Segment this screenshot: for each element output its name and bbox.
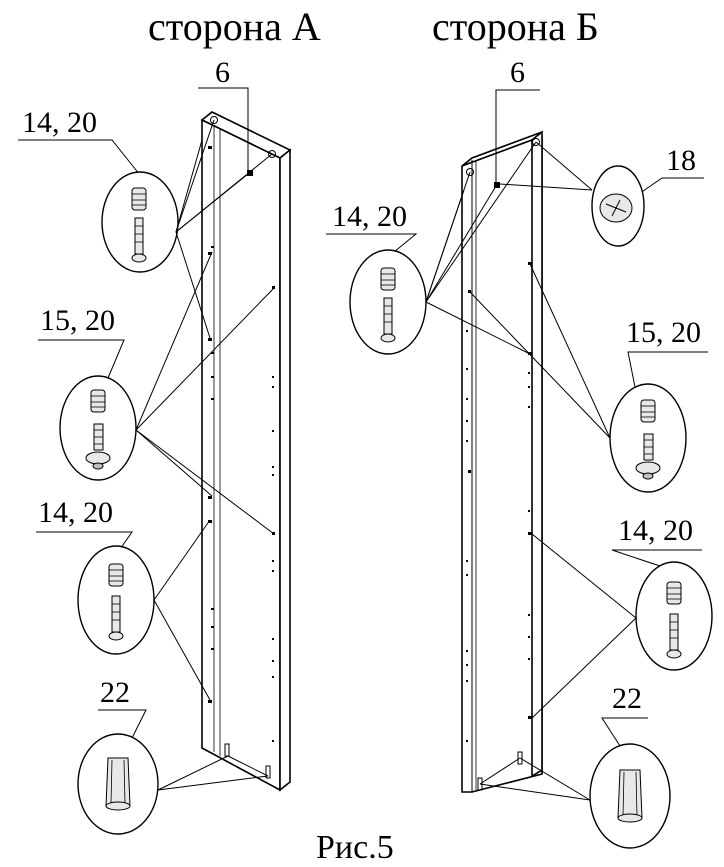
side-b-label-14-20-top: 14, 20 bbox=[332, 200, 407, 233]
side-b-label-18: 18 bbox=[666, 144, 696, 177]
side-b-label-15-20: 15, 20 bbox=[626, 316, 701, 349]
side-b-label-6: 6 bbox=[510, 56, 525, 89]
side-a-callout-dowel-top bbox=[101, 171, 179, 273]
panel-a bbox=[200, 111, 292, 792]
side-b-callout-dowel-top bbox=[349, 249, 427, 355]
panel-a-holes bbox=[208, 116, 276, 779]
side-a-callout-foot bbox=[77, 733, 159, 835]
side-a-label-22: 22 bbox=[100, 676, 130, 709]
side-a-label-14-20-top: 14, 20 bbox=[22, 106, 97, 139]
panel-b bbox=[461, 130, 543, 793]
side-b-label-22: 22 bbox=[612, 682, 642, 715]
side-b-label-14-20-bottom: 14, 20 bbox=[618, 514, 693, 547]
side-a-label-14-20-bottom: 14, 20 bbox=[38, 496, 113, 529]
figure-caption: Рис.5 bbox=[316, 829, 394, 862]
side-b-callout-foot bbox=[589, 743, 671, 849]
side-b-callout-bolt bbox=[609, 383, 687, 493]
side-a-title: сторона А bbox=[148, 4, 321, 49]
side-b-callout-cam bbox=[591, 165, 645, 247]
side-a-callout-bolt bbox=[59, 375, 137, 481]
side-a-label-6: 6 bbox=[215, 56, 230, 89]
side-a-label-15-20: 15, 20 bbox=[40, 304, 115, 337]
side-a-callout-dowel-bottom bbox=[77, 545, 155, 655]
side-b-callout-dowel-bottom bbox=[635, 561, 713, 671]
side-b-title: сторона Б bbox=[432, 4, 599, 49]
